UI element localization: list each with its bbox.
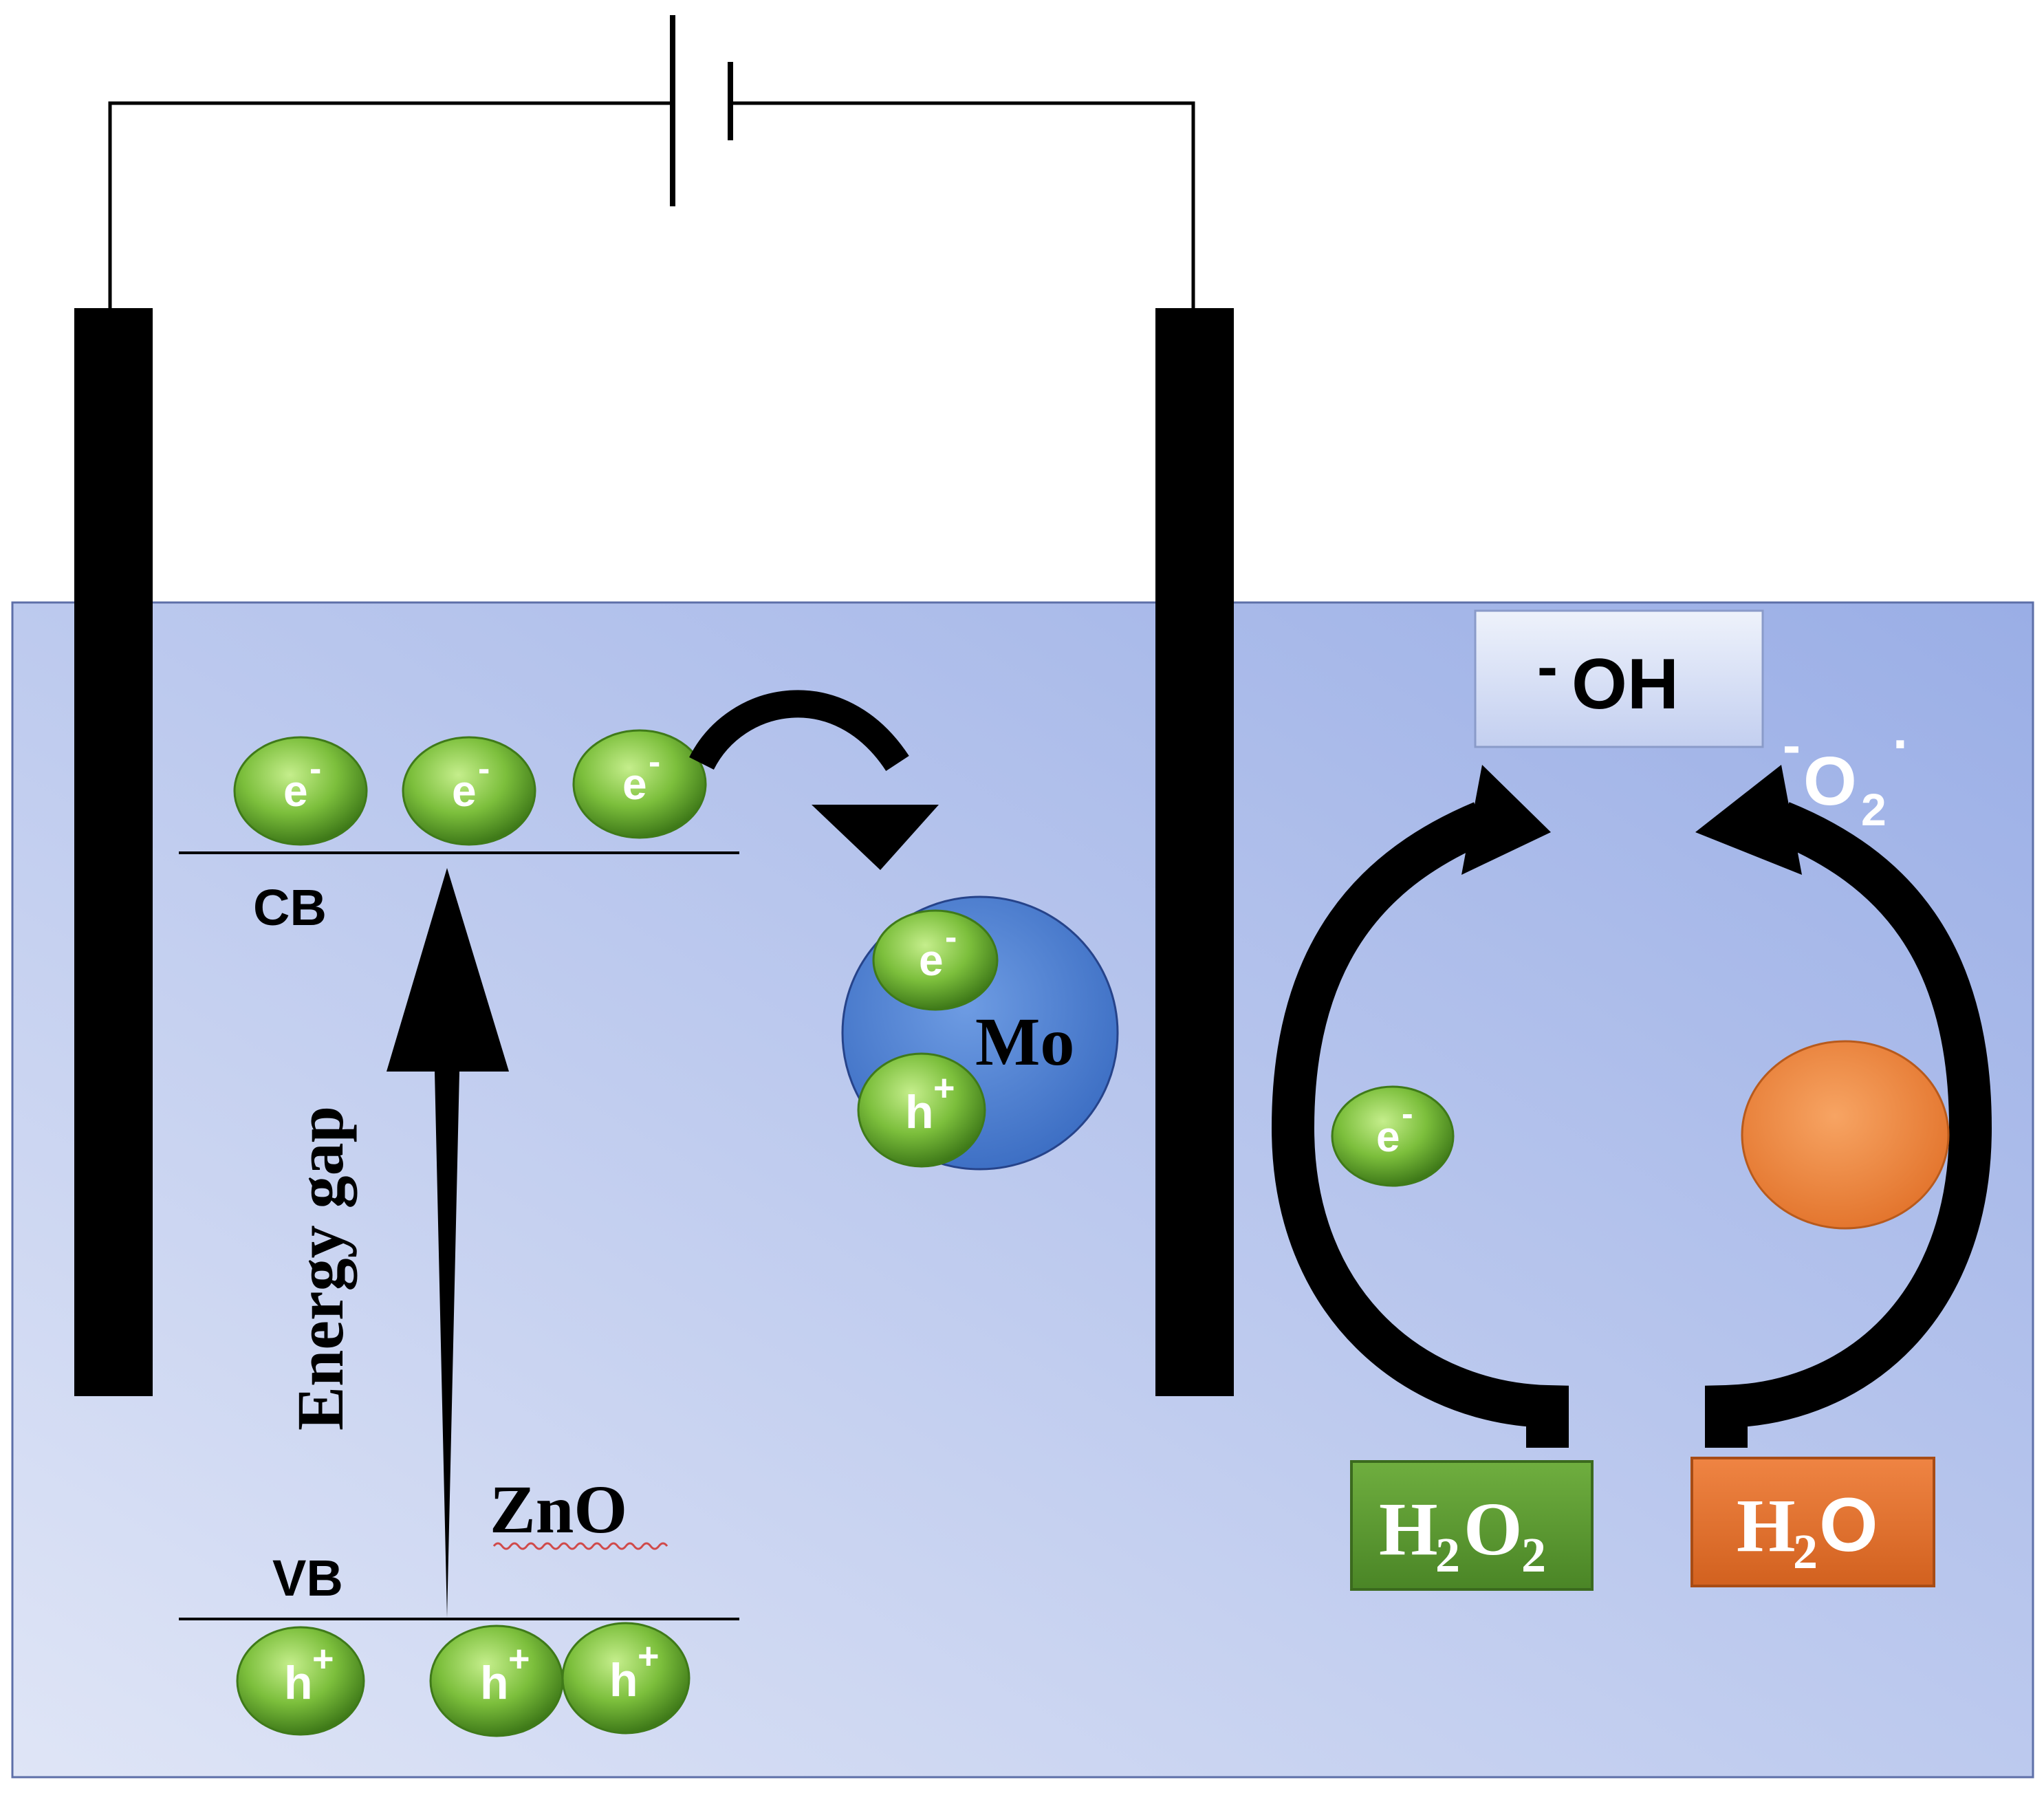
- mo-electron: e -: [872, 909, 999, 1011]
- svg-text:-: -: [1402, 1094, 1413, 1133]
- svg-text:e: e: [283, 766, 308, 816]
- svg-text:·: ·: [1893, 713, 1911, 774]
- svg-text:H 2 O: H 2 O: [1737, 1483, 1878, 1579]
- svg-text:h: h: [609, 1654, 638, 1706]
- mo-label: Mo: [975, 1003, 1074, 1080]
- svg-text:-: -: [649, 742, 660, 782]
- solution-electron: e -: [1331, 1085, 1455, 1187]
- electrode-right: [1155, 308, 1234, 1396]
- svg-text:H 2 O 2: H 2 O 2: [1379, 1487, 1546, 1583]
- zno-spell-underline: [492, 1542, 668, 1550]
- zno-label: ZnO: [490, 1471, 627, 1547]
- vb-hole-2: h +: [429, 1624, 564, 1737]
- svg-text:h: h: [480, 1657, 509, 1709]
- svg-text:+: +: [508, 1638, 530, 1680]
- electron-transfer-arrow: [689, 690, 939, 870]
- cycle-arrow-right: [1695, 765, 1992, 1448]
- energy-gap-arrow: [387, 868, 509, 1618]
- svg-text:e: e: [622, 759, 647, 809]
- svg-text:h: h: [905, 1086, 934, 1138]
- svg-text:+: +: [312, 1638, 334, 1680]
- svg-text:-: -: [309, 749, 321, 789]
- vb-hole-3: h +: [561, 1622, 691, 1735]
- hydroxyl-radical-box: - OH: [1474, 609, 1764, 748]
- cb-electron-1: e -: [233, 736, 368, 846]
- svg-text:+: +: [638, 1636, 660, 1677]
- svg-text:O: O: [1803, 743, 1857, 820]
- svg-text:e: e: [919, 935, 944, 985]
- svg-text:e: e: [1376, 1113, 1400, 1161]
- energy-gap-label: Energy gap: [283, 1106, 357, 1431]
- svg-text:-: -: [1783, 715, 1801, 775]
- svg-text:-: -: [478, 749, 490, 789]
- cb-electron-2: e -: [402, 736, 536, 846]
- electrode-left: [74, 308, 153, 1396]
- cb-label: CB: [253, 879, 327, 936]
- circuit-wire-left: [108, 101, 671, 308]
- h2o-box: H 2 O: [1690, 1457, 1935, 1587]
- svg-text:e: e: [452, 766, 477, 816]
- vb-hole-1: h +: [236, 1626, 365, 1736]
- svg-text:2: 2: [1861, 784, 1887, 835]
- oxygen-species-ball: [1741, 1040, 1950, 1230]
- svg-text:+: +: [933, 1067, 955, 1109]
- h2o2-box: H 2 O 2: [1350, 1460, 1594, 1591]
- mo-hole: h +: [857, 1052, 986, 1168]
- vb-label: VB: [272, 1550, 343, 1607]
- svg-text:OH: OH: [1572, 644, 1679, 724]
- superoxide-label: - O 2 ·: [1783, 713, 1911, 835]
- svg-text:-: -: [1537, 633, 1558, 702]
- cycle-arrow-left: [1271, 765, 1569, 1448]
- circuit-wire-right: [730, 101, 1195, 308]
- cb-electron-3: e -: [572, 729, 707, 839]
- svg-text:-: -: [945, 917, 957, 957]
- svg-text:h: h: [284, 1657, 313, 1709]
